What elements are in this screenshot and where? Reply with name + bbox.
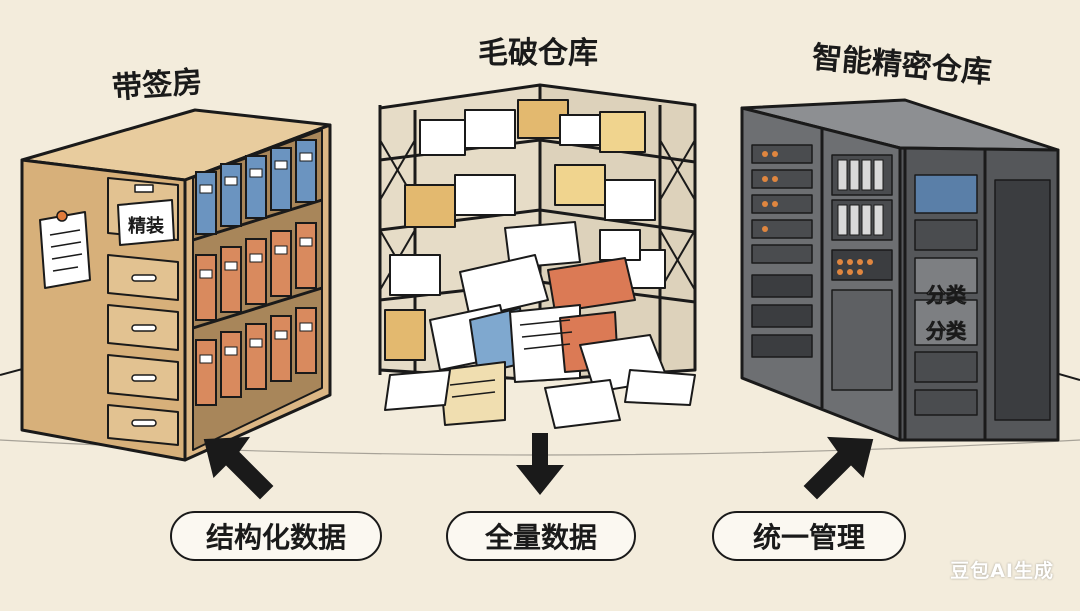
server-drives (837, 159, 884, 236)
paper-pile (384, 221, 696, 429)
middle-caption-pill: 全量数据 (446, 511, 636, 561)
binders-orange (195, 222, 317, 406)
server-leds (762, 151, 873, 275)
arrow-up-right-icon (803, 436, 874, 500)
binders-blue (195, 139, 317, 235)
right-caption-pill: 统一管理 (712, 511, 906, 561)
arrow-up-left-icon (203, 436, 274, 500)
drawer-label: 精装 (128, 215, 164, 237)
middle-panel-title: 毛破仓库 (478, 36, 598, 71)
left-caption-pill: 结构化数据 (170, 511, 382, 561)
smart-server-rack (740, 98, 1060, 442)
left-panel-title: 带签房 (111, 64, 204, 107)
rack-label-bottom: 分类 (926, 319, 966, 343)
watermark: 豆包AI生成 (950, 560, 1054, 582)
arrow-down-icon (516, 433, 564, 495)
rack-label-top: 分类 (926, 283, 966, 307)
